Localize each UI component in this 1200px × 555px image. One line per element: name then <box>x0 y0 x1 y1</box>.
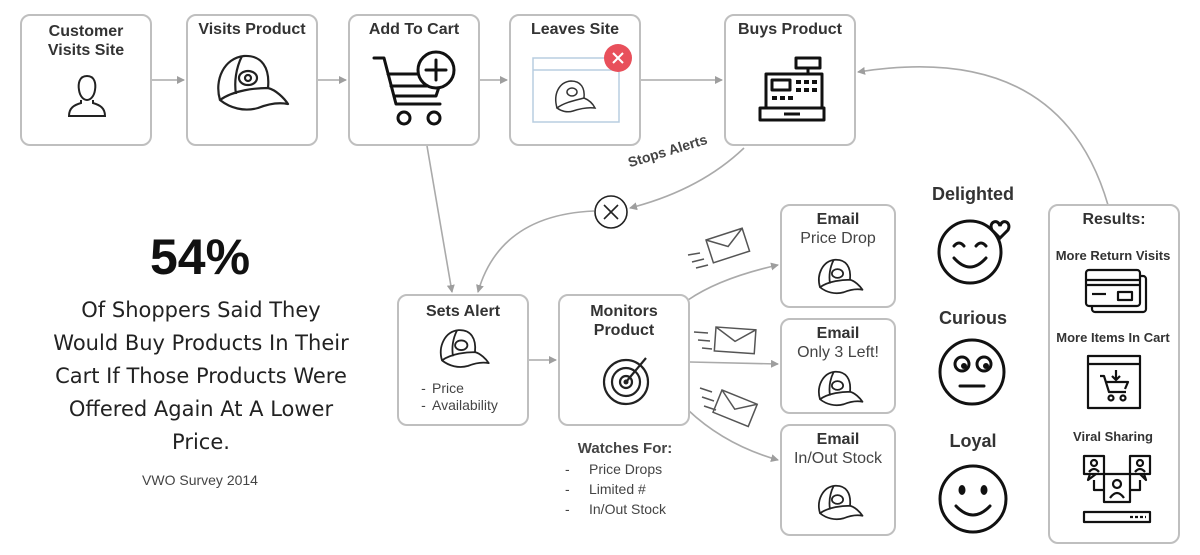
radar-icon <box>602 357 650 406</box>
cart-window-icon <box>1086 354 1142 410</box>
arrow-monitor-to-email3 <box>687 409 779 462</box>
mood-label-loyal: Loyal <box>949 431 997 451</box>
card-icon <box>1084 268 1148 314</box>
result-more-return-visits: More Return Visits <box>1055 248 1171 263</box>
watch-item: -In/Out Stock <box>565 501 667 517</box>
cart-plus-icon <box>372 50 456 126</box>
step-monitors-product: Monitors Product <box>558 294 690 426</box>
email-price-drop: Email Price Drop <box>780 204 896 308</box>
step-title: Visits Product <box>198 21 306 38</box>
alert-item: -Availability <box>421 397 498 413</box>
step-buys-product: Buys Product <box>724 14 856 146</box>
cap-icon <box>818 258 864 295</box>
stop-close-icon <box>594 195 628 229</box>
email-title: Email <box>816 431 860 448</box>
envelope-icon <box>687 227 751 269</box>
alert-item: -Price <box>421 380 464 396</box>
email-subtitle: In/Out Stock <box>793 450 883 467</box>
step-title: Monitors Product <box>590 303 658 339</box>
stat-source: VWO Survey 2014 <box>142 472 258 488</box>
share-icon <box>1082 454 1152 524</box>
step-title: Sets Alert <box>425 303 501 320</box>
cap-icon <box>818 370 864 407</box>
step-visits-product: Visits Product <box>186 14 318 146</box>
arrow-results-to-buys <box>857 66 1109 206</box>
step-sets-alert: Sets Alert -Price -Availability <box>397 294 529 426</box>
step-leaves-site: Leaves Site <box>509 14 641 146</box>
arrow-buys-to-stop <box>629 147 745 211</box>
email-subtitle: Price Drop <box>800 230 876 247</box>
arrow-monitor-to-email2 <box>689 359 779 368</box>
step-title: Customer Visits Site <box>47 23 125 59</box>
close-icon[interactable] <box>604 44 632 72</box>
envelope-icon <box>693 326 757 355</box>
loyal-smiley-icon <box>938 464 1008 534</box>
email-title: Email <box>816 325 860 342</box>
cash-register-icon <box>758 56 826 122</box>
step-customer-visits: Customer Visits Site <box>20 14 152 146</box>
cap-icon <box>217 54 290 111</box>
email-title: Email <box>816 211 860 228</box>
step-title: Buys Product <box>737 21 842 38</box>
arrow-cart-to-alert <box>426 145 455 293</box>
arrow-monitor-to-email1 <box>687 262 779 301</box>
email-in-out-stock: Email In/Out Stock <box>780 424 896 536</box>
mood-label-curious: Curious <box>938 308 1007 328</box>
step-title: Leaves Site <box>530 21 620 38</box>
delighted-smiley-icon <box>937 219 1011 285</box>
stat-percent: 54% <box>149 229 251 285</box>
watches-for-title: Watches For: <box>577 440 673 457</box>
watch-item: -Limited # <box>565 481 646 497</box>
mood-label-delighted: Delighted <box>931 184 1014 204</box>
cap-icon <box>440 329 490 368</box>
email-only-3-left: Email Only 3 Left! <box>780 318 896 414</box>
results-title: Results: <box>1082 211 1146 228</box>
step-add-to-cart: Add To Cart <box>348 14 480 146</box>
email-subtitle: Only 3 Left! <box>797 344 879 361</box>
result-viral-sharing: Viral Sharing <box>1073 429 1153 444</box>
user-icon <box>67 74 107 117</box>
watch-item: -Price Drops <box>565 461 663 477</box>
envelope-icon <box>699 387 759 428</box>
stat-description: Of Shoppers Said They Would Buy Products… <box>53 298 349 454</box>
result-more-items-in-cart: More Items In Cart <box>1056 330 1170 345</box>
cap-icon <box>818 484 864 521</box>
step-title: Add To Cart <box>368 21 460 38</box>
browser-window-icon <box>532 57 620 123</box>
curious-face-icon <box>938 338 1006 406</box>
arrow-stop-to-alert <box>476 210 595 293</box>
